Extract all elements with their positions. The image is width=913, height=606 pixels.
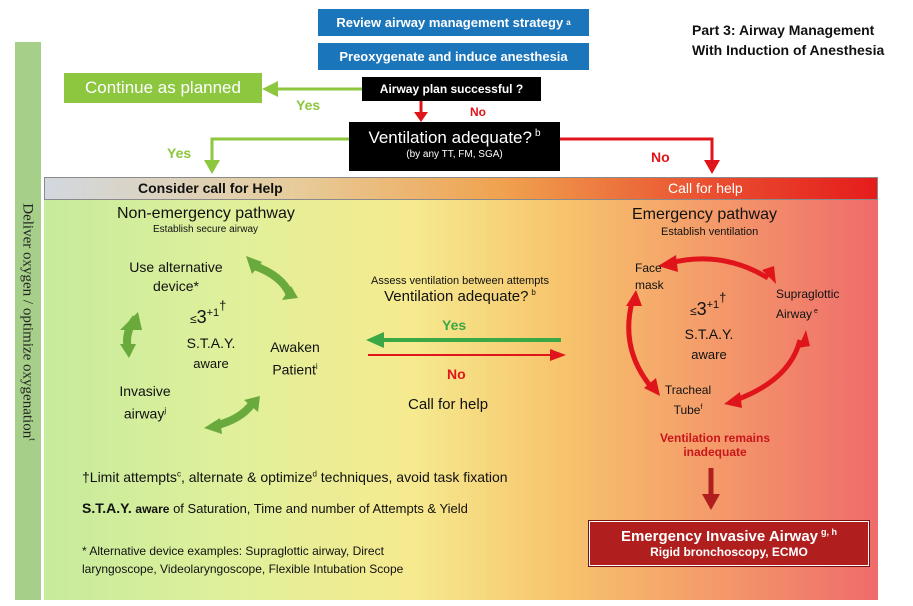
assess-line: Assess ventilation between attempts: [371, 275, 549, 287]
part-title-1: Part 3: Airway Management: [692, 22, 875, 38]
aware-right: aware: [691, 347, 727, 362]
continue-box: Continue as planned: [64, 73, 262, 103]
airway-plan-box: Airway plan successful ?: [362, 77, 541, 101]
preoxygenate-box: Preoxygenate and induce anesthesia: [318, 43, 589, 70]
emerg-subtitle: Establish ventilation: [661, 226, 759, 238]
stay-right: S.T.A.Y.: [684, 326, 734, 342]
stay-aware-note: S.T.A.Y. aware of Saturation, Time and n…: [82, 500, 468, 516]
limit-attempts-note: †Limit attemptsc, alternate & optimized …: [82, 469, 508, 485]
yes-label-plan: Yes: [296, 97, 321, 113]
ventilation-box: Ventilation adequate?b (by any TT, FM, S…: [349, 122, 560, 171]
call-help-mid: Call for help: [408, 396, 489, 413]
emerg-title: Emergency pathway: [632, 206, 777, 223]
yes-label-mid: Yes: [442, 317, 467, 333]
no-label-mid: No: [447, 366, 466, 382]
nonemerg-subtitle: Establish secure airway: [153, 224, 259, 235]
part-title-2: With Induction of Anesthesia: [692, 42, 885, 58]
alt-device-examples: * Alternative device examples: Supraglot…: [82, 544, 404, 576]
consider-call-help: Consider call for Help: [138, 180, 283, 196]
stay-left: S.T.A.Y.: [186, 335, 236, 351]
assess-vent: Ventilation adequate?b: [384, 288, 536, 305]
sidebar-band: [15, 42, 41, 600]
attempts-limit-right: ≤3+1†: [690, 290, 727, 319]
no-label-vent: No: [651, 149, 670, 165]
no-label-plan: No: [470, 105, 486, 119]
call-help-bar: [44, 177, 878, 200]
aware-left: aware: [193, 356, 229, 371]
attempts-limit-left: ≤3+1†: [190, 298, 227, 327]
nonemerg-title: Non-emergency pathway: [117, 205, 295, 222]
call-help-label: Call for help: [668, 180, 743, 196]
yes-label-vent: Yes: [167, 145, 192, 161]
